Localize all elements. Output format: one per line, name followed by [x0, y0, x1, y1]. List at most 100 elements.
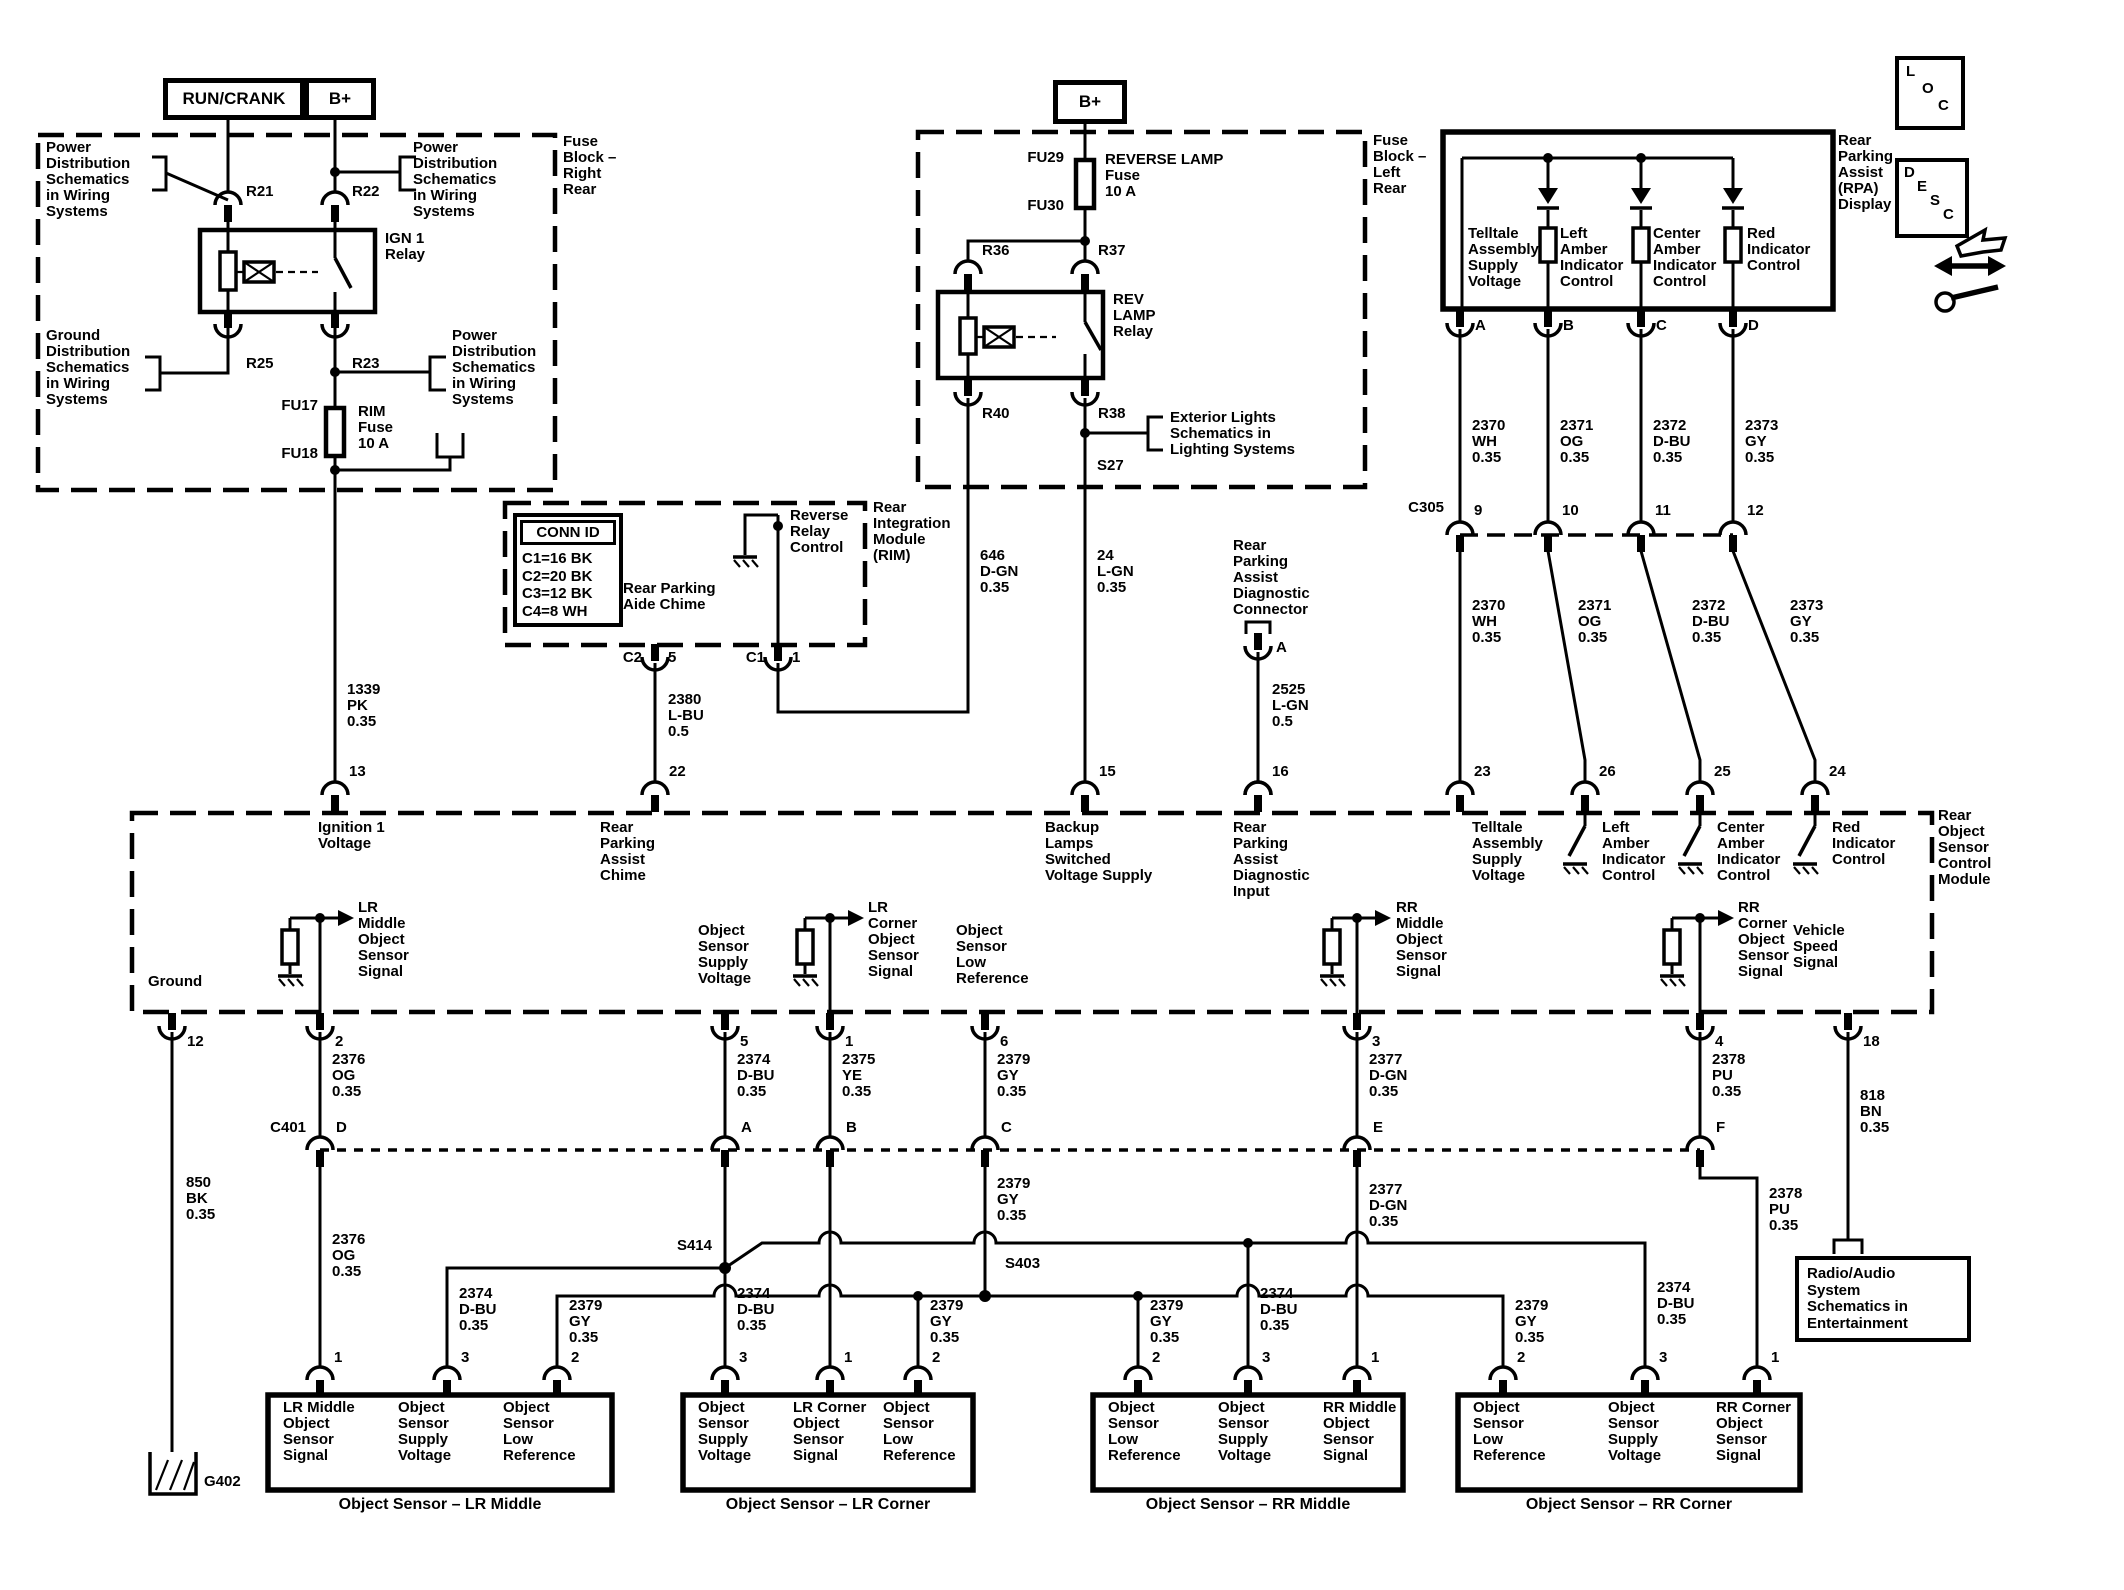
module-name-label: Rear Object Sensor Control Module — [1938, 807, 1992, 889]
wire-2372-dbu-label-lower: 2372 D-BU 0.35 — [1692, 597, 1730, 647]
wire-646-dgn-label: 646 D-GN 0.35 — [980, 547, 1019, 597]
lrc-col-lowref: Object Sensor Low Reference — [883, 1399, 956, 1465]
radio-audio-bracket — [1832, 1238, 1864, 1254]
module-pin-1: 1 — [845, 1033, 854, 1050]
pin-r38: R38 — [1098, 405, 1126, 422]
lrm-pin-1: 1 — [334, 1349, 343, 1366]
connector-c1: C1 — [745, 649, 765, 666]
module-pin-6: 6 — [1000, 1033, 1009, 1050]
pin-fu30: FU30 — [1027, 197, 1064, 214]
run-crank-source: RUN/CRANK — [163, 78, 305, 120]
display-telltale-label: Telltale Assembly Supply Voltage — [1468, 225, 1539, 291]
wire-2380-lbu-label: 2380 L-BU 0.5 — [668, 691, 704, 741]
module-ground-label: Ground — [148, 973, 203, 990]
rrm-col-lowref: Object Sensor Low Reference — [1108, 1399, 1181, 1465]
desc-letter-s: S — [1930, 192, 1941, 209]
module-lrm-signal-label: LR Middle Object Sensor Signal — [358, 899, 409, 981]
lrm-col-lowref: Object Sensor Low Reference — [503, 1399, 576, 1465]
rrc-col-supply: Object Sensor Supply Voltage — [1608, 1399, 1662, 1465]
c305-connector — [1445, 520, 1817, 781]
rrc-pin-3: 3 — [1659, 1349, 1668, 1366]
rrm-col-signal: RR Middle Object Sensor Signal — [1323, 1399, 1397, 1465]
rrc-col-lowref: Object Sensor Low Reference — [1473, 1399, 1546, 1465]
desc-letter-d: D — [1904, 164, 1915, 181]
module-diag-input-label: Rear Parking Assist Diagnostic Input — [1233, 819, 1310, 901]
wire-2370-wh-label-lower: 2370 WH 0.35 — [1472, 597, 1506, 647]
splice-s27: S27 — [1097, 457, 1124, 474]
loc-icon: L O C — [1895, 56, 1965, 130]
ign1-relay-label: IGN 1 Relay — [385, 230, 426, 264]
rrc-col-signal: RR Corner Object Sensor Signal — [1716, 1399, 1792, 1465]
wire-2379-label-lrc: 2379 GY 0.35 — [930, 1297, 964, 1347]
splice-s414: S414 — [676, 1237, 712, 1254]
c305-pin-12: 12 — [1747, 502, 1764, 519]
c401-pin-b: B — [846, 1119, 857, 1136]
rim-fuse-label: RIM Fuse 10 A — [358, 403, 394, 453]
rpa-display-name-label: Rear Parking Assist (RPA) Display — [1838, 132, 1894, 214]
pin-r37: R37 — [1098, 242, 1126, 259]
radio-audio-ref: Radio/Audio System Schematics in Enterta… — [1795, 1256, 1971, 1342]
c401-pin-c: C — [1001, 1119, 1012, 1136]
rear-object-sensor-control-module-outline — [129, 810, 1935, 1015]
c401-pin-e: E — [1373, 1119, 1384, 1136]
lrc-col-supply: Object Sensor Supply Voltage — [698, 1399, 752, 1465]
module-left-amber-label: Left Amber Indicator Control — [1602, 819, 1666, 885]
lrm-col-signal: LR Middle Object Sensor Signal — [283, 1399, 355, 1465]
module-pin-24: 24 — [1829, 763, 1846, 780]
wire-2375-ye-label-upper: 2375 YE 0.35 — [842, 1051, 876, 1101]
pin-r23: R23 — [352, 355, 380, 372]
wire-24-lgn-label: 24 L-GN 0.35 — [1097, 547, 1134, 597]
reverse-lamp-fuse-label: REVERSE LAMP Fuse 10 A — [1105, 151, 1224, 201]
c401-pin-f: F — [1716, 1119, 1726, 1136]
module-red-label: Red Indicator Control — [1832, 819, 1896, 869]
rpa-display — [1440, 129, 1836, 521]
power-dist-ref-1: Power Distribution Schematics in Wiring … — [46, 139, 131, 221]
run-crank-label: RUN/CRANK — [182, 89, 286, 108]
fuse-block-right-rear-label: Fuse Block – Right Rear — [563, 133, 617, 199]
connector-c401: C401 — [270, 1119, 306, 1136]
pin-fu29: FU29 — [1027, 149, 1064, 166]
module-pin-18: 18 — [1863, 1033, 1880, 1050]
wire-2374-label-rrm: 2374 D-BU 0.35 — [1260, 1285, 1298, 1335]
module-rrm-signal-label: RR Middle Object Sensor Signal — [1396, 899, 1447, 981]
module-pin-16: 16 — [1272, 763, 1289, 780]
rrm-pin-3: 3 — [1262, 1349, 1271, 1366]
desc-letter-e: E — [1917, 178, 1928, 195]
wire-2374-label-lrm: 2374 D-BU 0.35 — [459, 1285, 497, 1335]
lrc-pin-3: 3 — [739, 1349, 748, 1366]
wire-2376-og-label-lower: 2376 OG 0.35 — [332, 1231, 366, 1281]
module-sensor-drivers — [276, 910, 1734, 1013]
module-top-pins — [320, 780, 1830, 814]
rim-outline — [502, 500, 868, 648]
module-pin-4: 4 — [1715, 1033, 1724, 1050]
pin-r22: R22 — [352, 183, 380, 200]
wire-2377-dgn-label-lower: 2377 D-GN 0.35 — [1369, 1181, 1408, 1231]
module-rrc-signal-label: RR Corner Object Sensor Signal — [1738, 899, 1789, 981]
rpa-diagnostic-connector-label: Rear Parking Assist Diagnostic Connector — [1233, 537, 1310, 619]
b-plus-source-left-rear: B+ — [1053, 80, 1127, 124]
wire-2379-label-lrm: 2379 GY 0.35 — [569, 1297, 603, 1347]
rim-name-label: Rear Integration Module (RIM) — [873, 499, 951, 565]
module-bottom-pins — [157, 1011, 1863, 1452]
lrc-col-signal: LR Corner Object Sensor Signal — [793, 1399, 867, 1465]
wire-1339-pk-label: 1339 PK 0.35 — [347, 681, 381, 731]
wire-2379-label-rrc: 2379 GY 0.35 — [1515, 1297, 1549, 1347]
wire-2374-label-rrc: 2374 D-BU 0.35 — [1657, 1279, 1695, 1329]
rim-pin-5: 5 — [668, 649, 677, 666]
module-telltale-label: Telltale Assembly Supply Voltage — [1472, 819, 1543, 885]
wire-2379-gy-label-upper: 2379 GY 0.35 — [997, 1051, 1031, 1101]
display-pin-c: C — [1656, 317, 1667, 334]
rear-parking-aide-chime-label: Rear Parking Aide Chime — [623, 580, 716, 614]
caption-object-sensor-rr-middle: Object Sensor – RR Middle — [1145, 1496, 1351, 1513]
lrm-pin-3: 3 — [461, 1349, 470, 1366]
wire-2370-wh-label-upper: 2370 WH 0.35 — [1472, 417, 1506, 467]
module-ignition1-voltage: Ignition 1 Voltage — [318, 819, 385, 853]
c401-connector — [305, 1135, 1715, 1169]
power-dist-ref-2: Power Distribution Schematics in Wiring … — [413, 139, 498, 221]
pin-fu18: FU18 — [281, 445, 318, 462]
wire-2373-gy-label-lower: 2373 GY 0.35 — [1790, 597, 1824, 647]
module-lowref-label: Object Sensor Low Reference — [956, 922, 1029, 988]
wire-2372-dbu-label-upper: 2372 D-BU 0.35 — [1653, 417, 1691, 467]
rrm-pin-1: 1 — [1371, 1349, 1380, 1366]
module-indicator-switches — [1561, 813, 1820, 876]
